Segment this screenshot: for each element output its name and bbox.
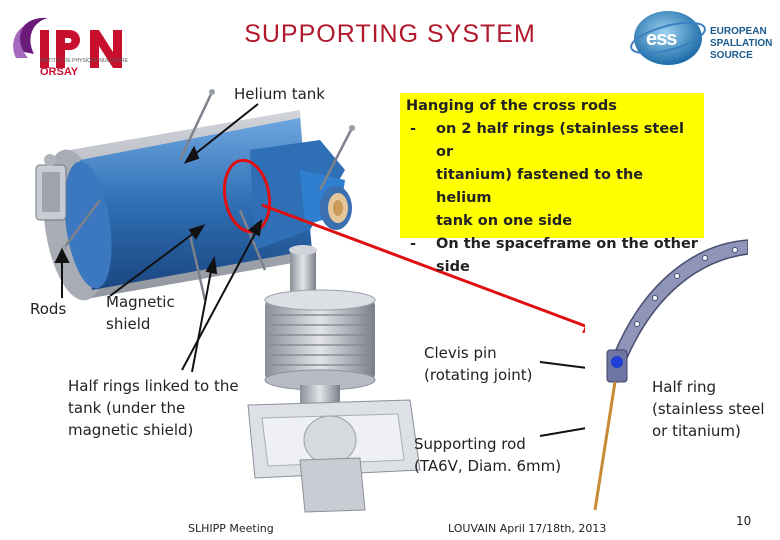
label-helium-tank: Helium tank (234, 85, 325, 103)
note-box: Hanging of the cross rods - on 2 half ri… (400, 93, 704, 275)
note-heading: Hanging of the cross rods (406, 98, 617, 114)
half-ring-illustration (585, 232, 748, 510)
rod-end (349, 125, 355, 131)
ess-logo-mark-text: ess (646, 28, 677, 50)
note-item-line: tank on one side (436, 213, 573, 229)
label-magnetic-shield-line2: shield (106, 315, 151, 333)
note-item: - on 2 half rings (stainless steel or ti… (406, 118, 698, 233)
label-supporting-rod-line2: (TA6V, Diam. 6mm) (414, 457, 562, 475)
footer-center: LOUVAIN April 17/18th, 2013 (448, 522, 607, 535)
label-supporting-rod-line1: Supporting rod (414, 435, 526, 453)
note-item-dash: - (410, 236, 417, 252)
label-magnetic-shield-line1: Magnetic (106, 293, 175, 311)
power-coupler (264, 245, 376, 405)
tuner-assembly (35, 154, 67, 221)
note-item-line: titanium) fastened to the helium (436, 167, 644, 206)
label-rods: Rods (30, 300, 67, 318)
ipn-logo (13, 17, 122, 68)
note-item-line: side (436, 259, 470, 275)
note-item-dash: - (410, 121, 417, 137)
ess-line-3: SOURCE (710, 50, 753, 61)
label-half-ring-line2: (stainless steel (652, 400, 765, 418)
label-half-ring-line3: or titanium) (652, 422, 741, 440)
label-supporting-rod: Supporting rod (TA6V, Diam. 6mm) (414, 433, 561, 477)
label-half-rings-linked-line3: magnetic shield) (68, 421, 194, 439)
ipn-logo-orsay: ORSAY (40, 66, 79, 78)
slide-title: SUPPORTING SYSTEM (244, 20, 536, 48)
label-magnetic-shield: Magnetic shield (106, 291, 175, 335)
label-half-rings-linked: Half rings linked to the tank (under the… (68, 375, 239, 441)
label-clevis-pin-line2: (rotating joint) (424, 366, 533, 384)
label-clevis-pin-line1: Clevis pin (424, 344, 497, 362)
ess-line-2: SPALLATION (710, 38, 773, 49)
ess-logo-mark (630, 11, 706, 65)
ipn-logo-subtitle: INSTITUT DE PHYSIQUE NUCLÉAIRE (40, 58, 128, 64)
helium-tank (64, 118, 352, 290)
highlight-arrow (261, 203, 589, 329)
rod-end (209, 89, 215, 95)
ess-line-1: EUROPEAN (710, 26, 767, 37)
ess-logo-text: EUROPEAN SPALLATION SOURCE (710, 26, 772, 62)
label-clevis-pin: Clevis pin (rotating joint) (424, 342, 533, 386)
note-item: - On the spaceframe on the other side (406, 233, 698, 279)
label-half-rings-linked-line1: Half rings linked to the (68, 377, 239, 395)
label-half-rings-linked-line2: tank (under the (68, 399, 186, 417)
label-half-ring: Half ring (stainless steel or titanium) (652, 376, 765, 442)
footer-left: SLHIPP Meeting (188, 522, 274, 535)
note-list: - on 2 half rings (stainless steel or ti… (406, 118, 698, 279)
note-item-line: on 2 half rings (stainless steel or (436, 121, 684, 160)
label-half-ring-line1: Half ring (652, 378, 717, 396)
page-number: 10 (736, 514, 752, 528)
waveguide-box (247, 399, 421, 513)
note-item-line: On the spaceframe on the other (436, 236, 698, 252)
